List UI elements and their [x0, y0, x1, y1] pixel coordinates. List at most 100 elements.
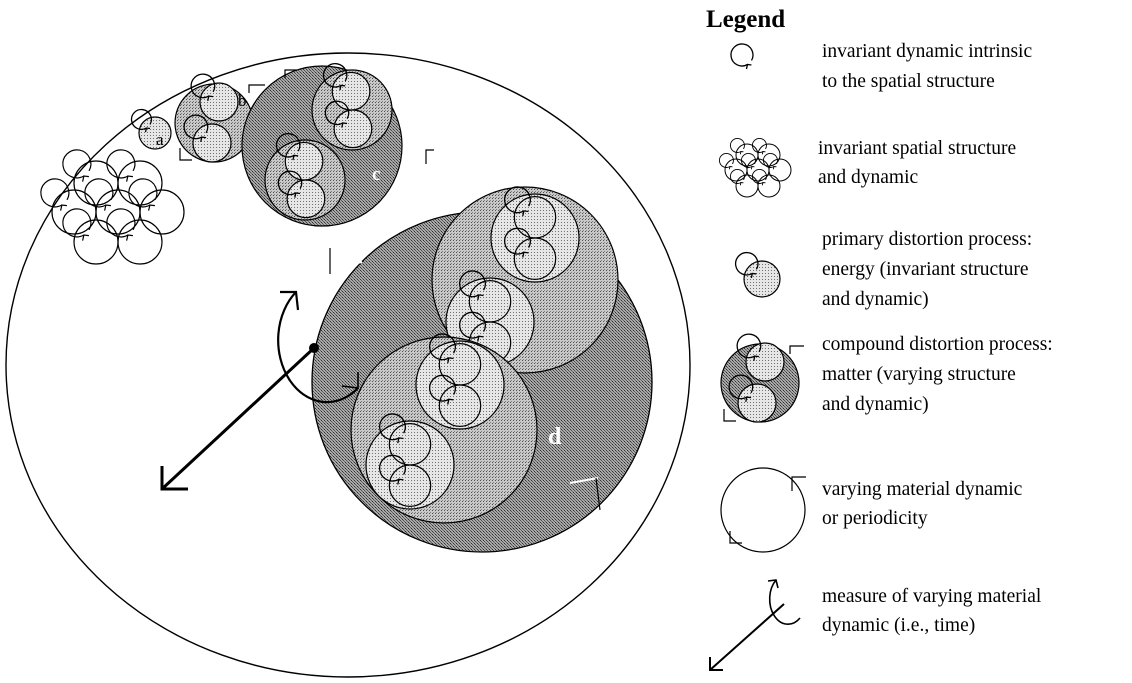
- rotation-arrow-icon: [729, 137, 745, 155]
- spatial-cell: [51, 189, 97, 235]
- center-dot: [309, 343, 319, 353]
- legend-item-2-line-1: energy (invariant structure: [822, 259, 1028, 280]
- legend-item-3-line-2: and dynamic): [822, 394, 929, 415]
- corner-tick: [789, 345, 804, 354]
- rotation-arrow-icon: [504, 186, 531, 217]
- legend-item-3-line-1: matter (varying structure: [822, 364, 1016, 385]
- legend-item-0-line-1: to the spatial structure: [822, 71, 995, 92]
- legend-item-1-line-1: and dynamic: [818, 167, 919, 188]
- legend-item-5: measure of varying material dynamic (i.e…: [822, 586, 1046, 636]
- rotation-arrow-icon: [429, 374, 456, 405]
- corner-tick: [729, 531, 742, 544]
- rotation-arrow-icon: [183, 114, 209, 143]
- legend-item-3: compound distortion process: matter (var…: [822, 334, 1058, 415]
- legend-item-3-line-0: compound distortion process:: [822, 334, 1053, 355]
- rotation-arrow-icon: [751, 137, 767, 155]
- compound-distortion-process: [264, 133, 346, 221]
- legend: Legend invariant dynamic intrinsic to th…: [706, 6, 1058, 671]
- rotation-arrow-icon: [729, 168, 745, 186]
- rotation-arrow-icon: [762, 152, 778, 170]
- compound-d-lower: [350, 333, 538, 524]
- legend-item-1-line-0: invariant spatial structure: [818, 138, 1016, 159]
- primary-distortion-process: [130, 108, 172, 150]
- rotation-arrow-icon: [379, 454, 406, 485]
- primary-distortion-icon: [734, 251, 781, 298]
- spatial-cell: [117, 219, 163, 265]
- legend-item-4-line-0: varying material dynamic: [822, 479, 1023, 500]
- legend-item-5-line-0: measure of varying material: [822, 586, 1042, 607]
- rotation-arrow-icon: [322, 63, 348, 91]
- legend-item-0: invariant dynamic intrinsic to the spati…: [822, 41, 1037, 92]
- time-arc: [277, 291, 359, 404]
- corner-tick: [425, 149, 434, 164]
- corner-tick: [595, 477, 601, 511]
- primary-distortion-process: [183, 114, 232, 163]
- primary-distortion-process: [379, 413, 432, 466]
- invariant-dynamic-icon: [730, 43, 754, 70]
- legend-item-1: invariant spatial structure and dynamic: [818, 138, 1021, 188]
- rotation-arrow-icon: [429, 333, 456, 364]
- rotation-arrow-icon: [504, 227, 531, 258]
- compound-c: [241, 63, 434, 227]
- rotation-arrow-icon: [62, 208, 92, 241]
- invariant-spatial-structure: [40, 149, 185, 265]
- legend-title: Legend: [706, 6, 785, 33]
- varying-dynamic-icon: [720, 467, 806, 553]
- corner-tick: [723, 409, 736, 422]
- compound-distortion-process: [365, 413, 455, 510]
- legend-item-2-line-2: and dynamic): [822, 289, 929, 310]
- primary-distortion-process: [736, 333, 785, 382]
- label-d: d: [548, 424, 562, 450]
- compound-b: [174, 73, 265, 163]
- primary-distortion-process: [322, 63, 371, 111]
- invariant-spatial-structure-icon: [718, 137, 792, 198]
- corner-tick: [791, 476, 806, 491]
- rotation-arrow-icon: [734, 251, 759, 279]
- rotation-arrow-icon: [106, 208, 136, 241]
- legend-icons: [709, 43, 806, 671]
- primary-distortion-process: [379, 454, 432, 507]
- compound-distortion-process: [490, 186, 580, 283]
- compound-distortion-process: [311, 63, 393, 151]
- corner-tick: [248, 84, 265, 93]
- rotation-arrow-icon: [106, 149, 136, 182]
- spatial-cell: [139, 189, 185, 235]
- rotation-arrow-icon: [718, 152, 734, 170]
- rotation-arrow-icon: [84, 178, 114, 211]
- rotation-arrow-icon: [751, 168, 767, 186]
- legend-item-0-line-0: invariant dynamic intrinsic: [822, 41, 1032, 62]
- primary-distortion-process: [504, 186, 557, 239]
- primary-distortion-process: [504, 227, 557, 280]
- primary-distortion-process: [728, 374, 777, 423]
- primary-distortion-process: [190, 73, 239, 122]
- primary-distortion-process: [324, 100, 373, 149]
- universe-boundary: [5, 52, 691, 678]
- arc-end-tick: [341, 372, 359, 389]
- rotation-arrow-icon: [324, 100, 350, 128]
- white-tick: [569, 477, 599, 484]
- label-b: b: [238, 91, 247, 110]
- main-diagram: [40, 63, 653, 553]
- primary-distortion-process: [459, 270, 512, 323]
- legend-item-4-line-1: or periodicity: [822, 508, 928, 529]
- arc-arrowhead: [280, 290, 300, 311]
- rotation-arrow-icon: [459, 270, 486, 301]
- spatial-cell: [73, 219, 119, 265]
- primary-distortion-process: [429, 374, 482, 427]
- rotation-arrow-icon: [459, 311, 486, 342]
- rotation-arrow-icon: [190, 73, 216, 102]
- time-measure-icon: [709, 579, 801, 671]
- legend-item-2: primary distortion process: energy (inva…: [822, 229, 1037, 310]
- rotation-arrow-icon: [740, 152, 756, 170]
- rotation-arrow-icon: [128, 178, 158, 211]
- time-axis-line: [160, 346, 316, 491]
- time-measure: [160, 290, 359, 491]
- rotation-arrow-icon: [379, 413, 406, 444]
- label-a: a: [156, 130, 164, 149]
- rotation-arrow-icon: [130, 108, 153, 133]
- legend-item-2-line-0: primary distortion process:: [822, 229, 1032, 250]
- rotation-arrow-icon: [62, 149, 92, 182]
- compound-distortion-process: [415, 333, 505, 430]
- rotation-arrow-icon: [40, 178, 70, 211]
